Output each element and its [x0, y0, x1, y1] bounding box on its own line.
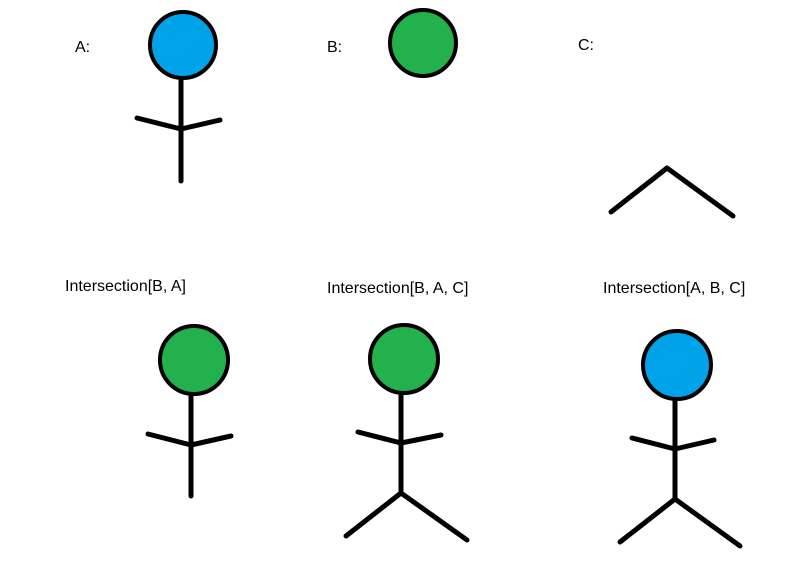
- figure-a: [134, 10, 223, 184]
- label-intersection-ba: Intersection[B, A]: [65, 278, 186, 295]
- head: [368, 323, 440, 395]
- head: [158, 324, 230, 396]
- label-a: A:: [75, 39, 91, 56]
- arms: [355, 429, 444, 446]
- figure-intersection-abc: [617, 329, 743, 549]
- figure-b: [388, 8, 458, 78]
- head: [388, 8, 458, 78]
- label-intersection-abc: Intersection[A, B, C]: [603, 280, 746, 297]
- arms: [134, 115, 223, 132]
- figure-intersection-bac: [343, 323, 470, 543]
- arms: [629, 435, 717, 452]
- figure-c: [608, 165, 736, 219]
- label-intersection-bac: Intersection[B, A, C]: [327, 280, 469, 297]
- head: [148, 10, 218, 80]
- label-c: C:: [578, 37, 594, 54]
- legs: [608, 165, 736, 219]
- legs: [343, 490, 470, 543]
- arms: [145, 431, 234, 448]
- figure-intersection-ba: [145, 324, 234, 499]
- head: [641, 329, 713, 401]
- legs: [617, 496, 743, 549]
- label-b: B:: [327, 39, 343, 56]
